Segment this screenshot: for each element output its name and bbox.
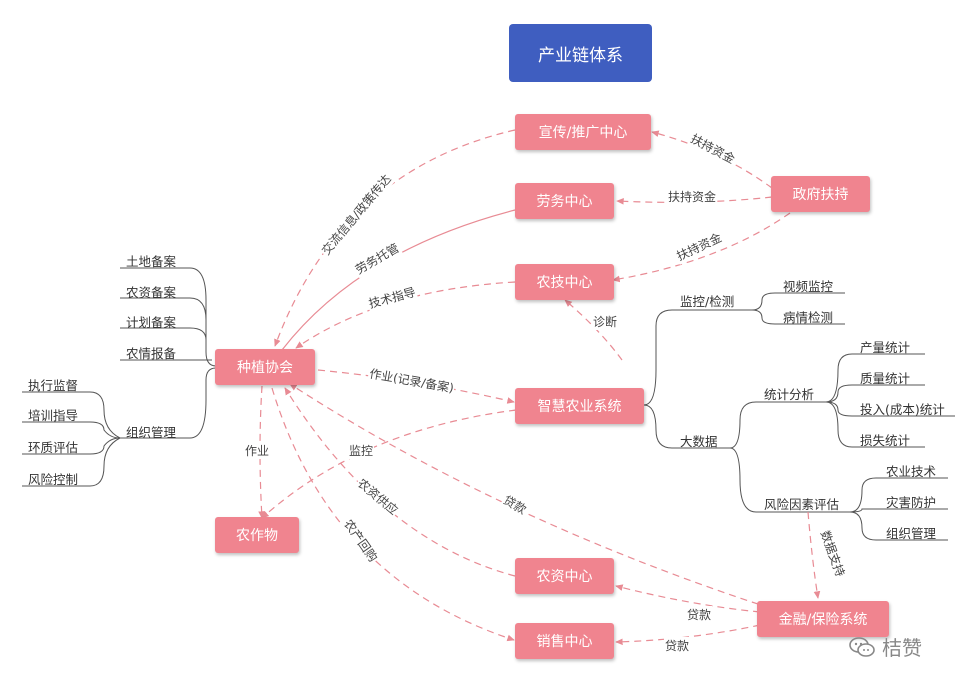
right-tree-lines xyxy=(643,292,955,541)
left-tree-lines xyxy=(22,267,217,487)
leaf-fengxian: 风险控制 xyxy=(28,472,79,487)
leaf-agri-tech: 农业技术 xyxy=(886,464,937,479)
leaf-disaster: 灾害防护 xyxy=(886,495,937,510)
leaf-nongqing: 农情报备 xyxy=(126,346,177,361)
edge-label-zuoye: 作业 xyxy=(244,442,271,459)
node-xuanchuan[interactable]: 宣传/推广中心 xyxy=(515,114,651,150)
node-zhihui[interactable]: 智慧农业系统 xyxy=(515,388,644,424)
node-laowu[interactable]: 劳务中心 xyxy=(515,183,614,219)
leaf-stats: 统计分析 xyxy=(764,387,815,402)
node-zhengfu[interactable]: 政府扶持 xyxy=(771,176,870,212)
leaf-quality: 质量统计 xyxy=(860,371,911,386)
edge-label-zhenduan: 诊断 xyxy=(592,313,619,330)
node-zhongzhi[interactable]: 种植协会 xyxy=(215,349,315,385)
leaf-video: 视频监控 xyxy=(783,279,834,294)
node-nongzi[interactable]: 农资中心 xyxy=(515,558,614,594)
leaf-tudi: 土地备案 xyxy=(126,254,177,269)
leaf-peixun: 培训指导 xyxy=(28,408,79,423)
leaf-zuzhi: 组织管理 xyxy=(126,425,177,440)
leaf-risk: 风险因素评估 xyxy=(764,497,840,512)
leaf-org-mgmt: 组织管理 xyxy=(886,526,937,541)
leaf-cost: 投入(成本)统计 xyxy=(860,402,945,417)
wechat-icon xyxy=(849,636,875,657)
edge-label-daikuan-nongzi: 贷款 xyxy=(686,606,713,623)
leaf-monitor: 监控/检测 xyxy=(680,294,735,309)
node-xiaoshou[interactable]: 销售中心 xyxy=(515,623,614,659)
edge-label-daikuan-xiaoshou: 贷款 xyxy=(664,637,691,654)
node-nongji[interactable]: 农技中心 xyxy=(515,264,614,300)
watermark-text: 桔赞 xyxy=(882,636,922,660)
leaf-zhixing: 执行监督 xyxy=(28,378,79,393)
watermark: 桔赞 xyxy=(848,632,922,661)
leaf-jihua: 计划备案 xyxy=(126,315,177,330)
edge-label-fuchi2: 扶持资金 xyxy=(667,188,718,205)
leaf-bigdata: 大数据 xyxy=(680,434,718,449)
edge-label-jiankong: 监控 xyxy=(348,442,375,459)
page-title: 产业链体系 xyxy=(509,24,652,82)
leaf-disease: 病情检测 xyxy=(783,310,834,325)
leaf-nongzi-beian: 农资备案 xyxy=(126,285,177,300)
leaf-loss: 损失统计 xyxy=(860,433,911,448)
node-nongzuowu[interactable]: 农作物 xyxy=(215,517,299,553)
node-jinrong[interactable]: 金融/保险系统 xyxy=(757,601,889,637)
leaf-huanzhi: 环质评估 xyxy=(28,440,79,455)
leaf-output: 产量统计 xyxy=(860,340,911,355)
